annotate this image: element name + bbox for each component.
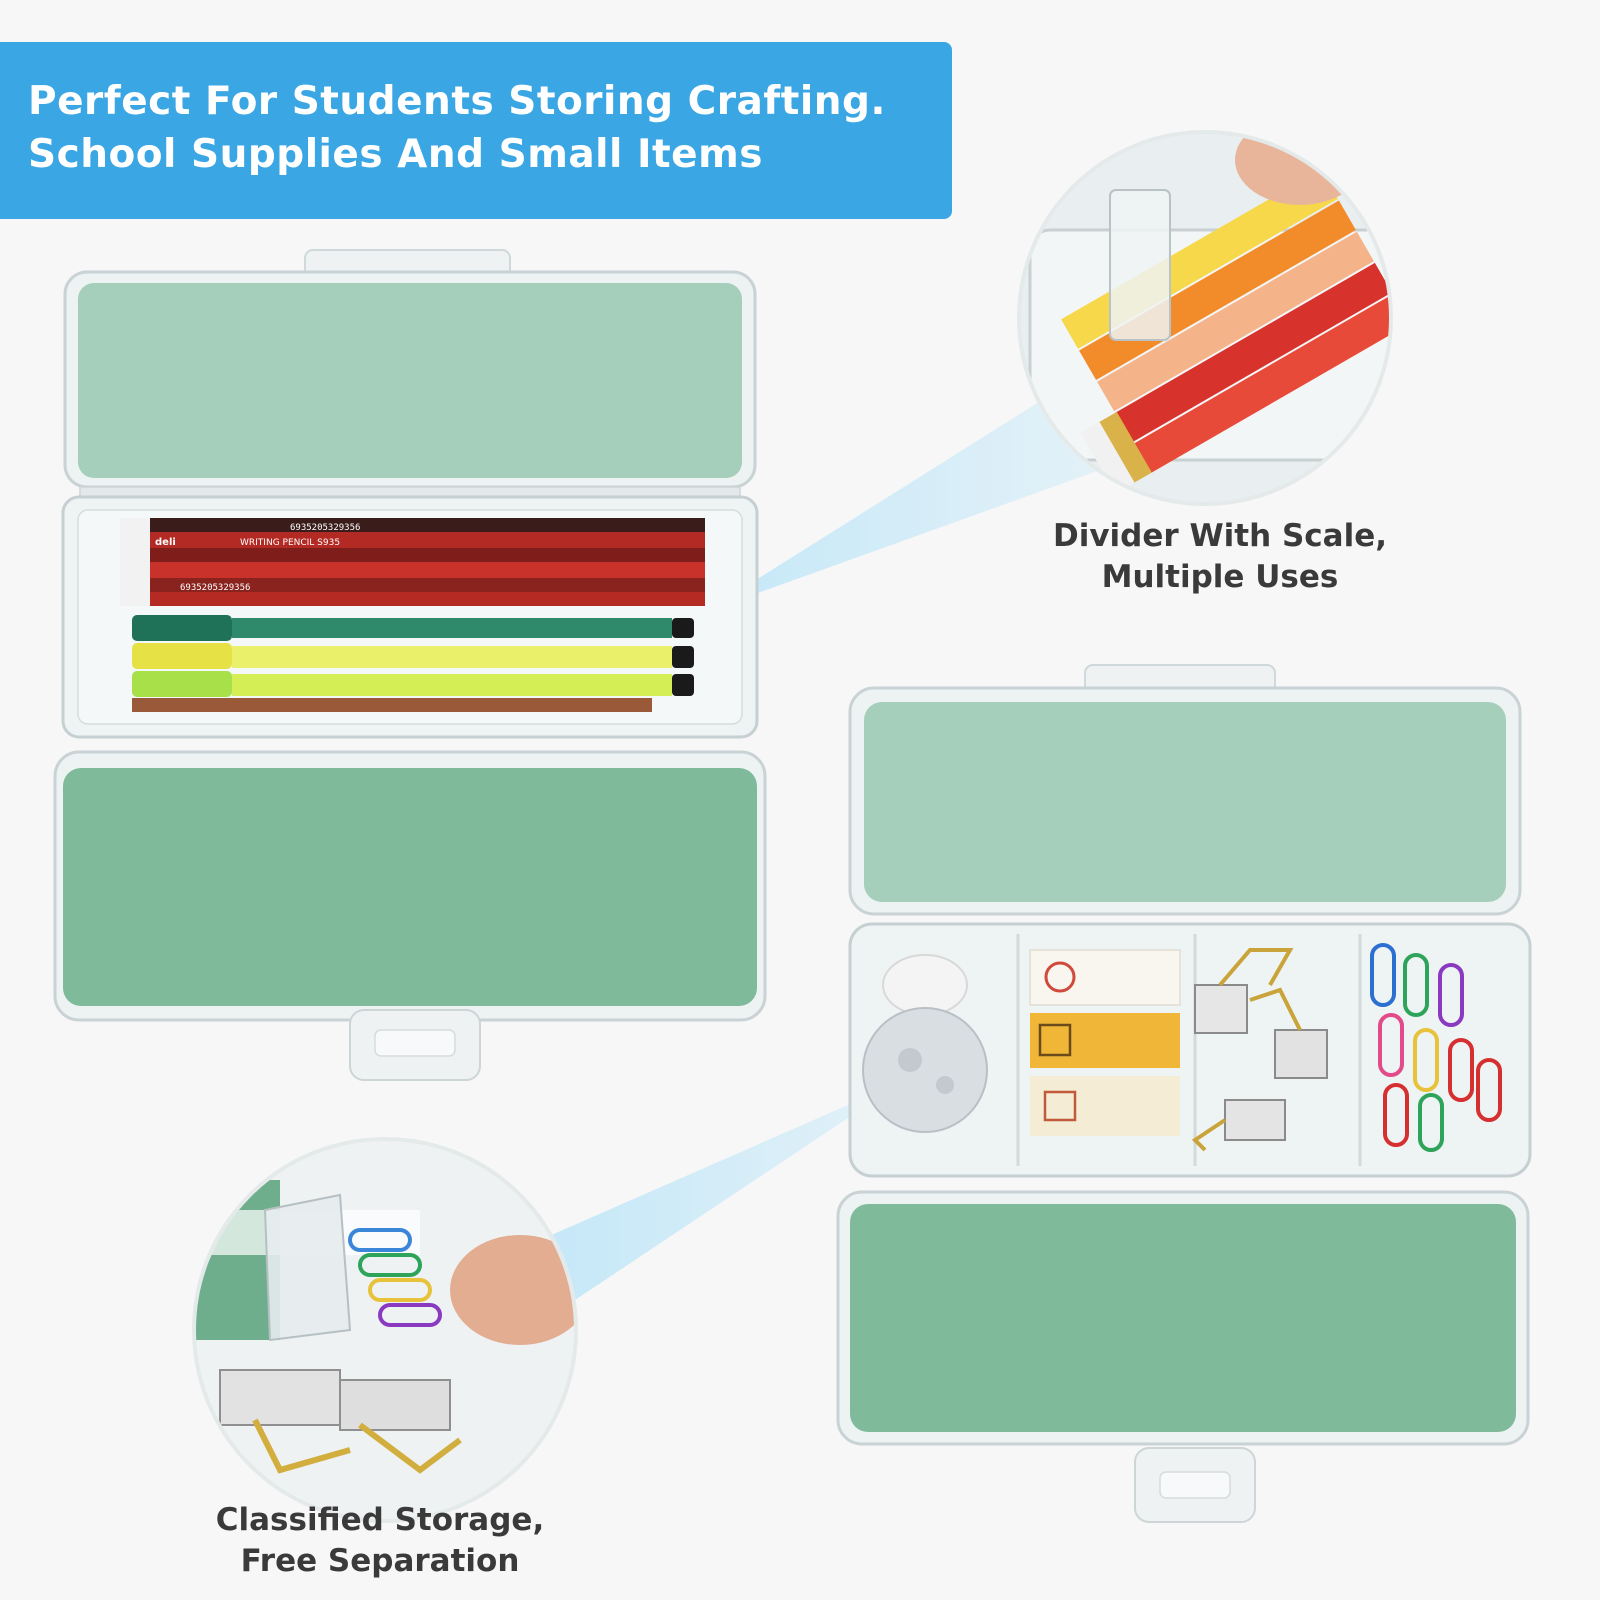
lid-insert-bottom-right <box>850 1204 1516 1432</box>
paper-clips <box>1370 943 1502 1152</box>
zoom-circle-divider <box>1017 130 1393 506</box>
markers <box>132 615 694 712</box>
lid-insert-top-right <box>864 702 1506 902</box>
caption-divider: Divider With Scale, Multiple Uses <box>1000 516 1440 598</box>
pencil-case-right <box>836 664 1532 1523</box>
headline-line-1: Perfect For Students Storing Crafting. <box>28 79 886 124</box>
lid-insert-top-left <box>78 283 742 478</box>
pencils: 6935205329356 deli WRITING PENCIL S935 6… <box>120 518 705 606</box>
caption-divider-line-1: Divider With Scale, <box>1052 518 1388 554</box>
caption-separation: Classified Storage, Free Separation <box>160 1500 600 1582</box>
svg-text:6935205329356: 6935205329356 <box>290 523 360 533</box>
zoom-circle-separation <box>192 1137 578 1523</box>
caption-divider-line-2: Multiple Uses <box>1101 559 1339 595</box>
caption-separation-line-1: Classified Storage, <box>215 1502 545 1538</box>
headline-banner: Perfect For Students Storing Crafting. S… <box>0 42 952 219</box>
callout-beam-bottom <box>540 1080 905 1300</box>
callout-beam-top <box>705 395 1100 612</box>
svg-text:deli: deli <box>155 537 176 548</box>
svg-text:6935205329356: 6935205329356 <box>180 583 250 593</box>
headline-line-2: School Supplies And Small Items <box>28 132 763 177</box>
lid-insert-bottom-left <box>63 768 757 1006</box>
svg-text:WRITING PENCIL S935: WRITING PENCIL S935 <box>240 538 340 548</box>
caption-separation-line-2: Free Separation <box>240 1543 520 1579</box>
pencil-case-left: 6935205329356 deli WRITING PENCIL S935 6… <box>53 249 767 1081</box>
